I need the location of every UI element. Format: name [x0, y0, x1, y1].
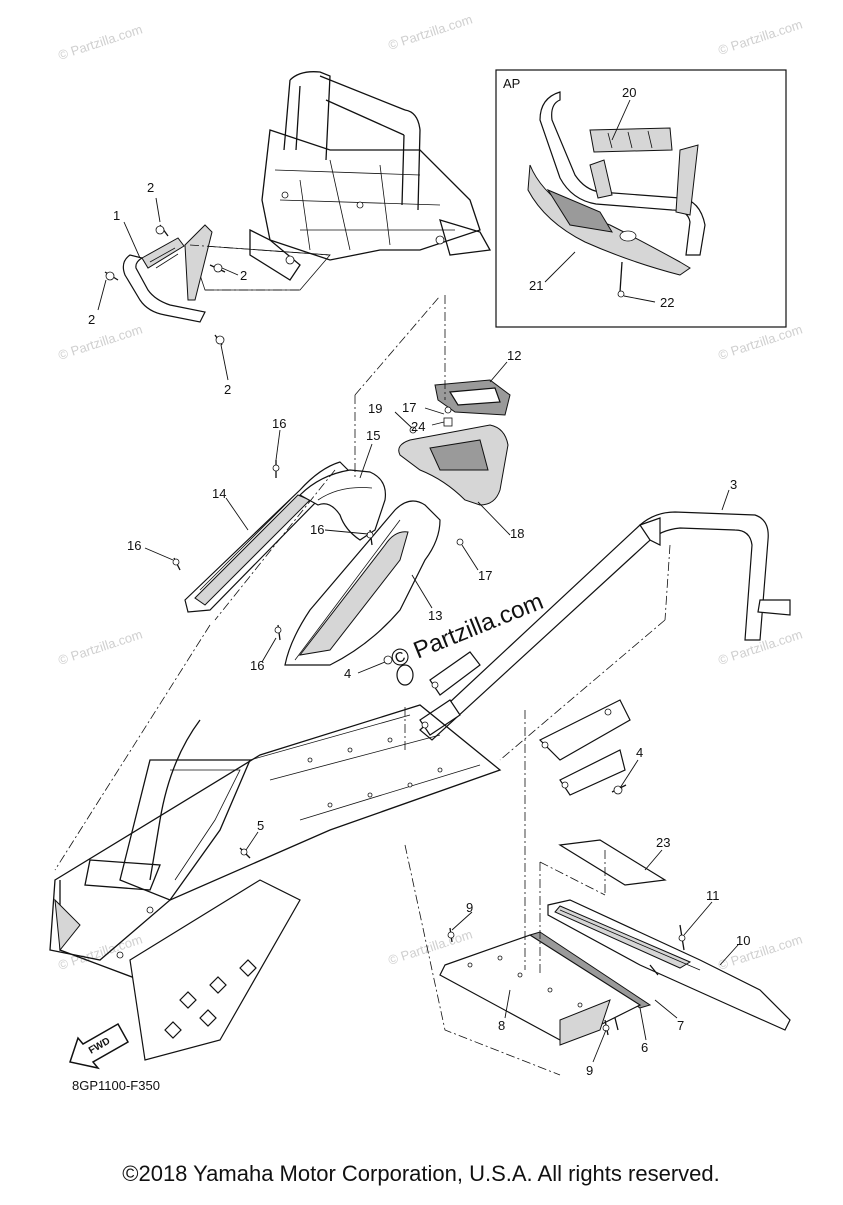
callout-16: 16	[250, 658, 264, 673]
callout-5: 5	[257, 818, 264, 833]
callout-9: 9	[586, 1063, 593, 1078]
callout-10: 10	[736, 933, 750, 948]
protector-part-10	[547, 899, 791, 1031]
callout-17: 17	[402, 400, 416, 415]
callout-16: 16	[272, 416, 286, 431]
callout-2: 2	[88, 312, 95, 327]
callout-4: 4	[636, 745, 643, 760]
callout-23: 23	[656, 835, 670, 850]
callout-17: 17	[478, 568, 492, 583]
inset-label: AP	[503, 76, 520, 91]
callout-2: 2	[240, 268, 247, 283]
watermark: © Partzilla.com	[56, 322, 144, 363]
bolts-part-2	[104, 224, 226, 346]
callout-4: 4	[344, 666, 351, 681]
callout-6: 6	[641, 1040, 648, 1055]
copyright-text: ©2018 Yamaha Motor Corporation, U.S.A. A…	[122, 1161, 719, 1186]
chassis-tunnel	[49, 704, 502, 1061]
rivet-part-11	[678, 924, 686, 951]
callout-11: 11	[706, 888, 720, 903]
callout-16: 16	[310, 522, 324, 537]
callout-18: 18	[510, 526, 524, 541]
decal-part-23	[558, 839, 667, 886]
callout-1: 1	[113, 208, 120, 223]
callout-9: 9	[466, 900, 473, 915]
callout-7: 7	[677, 1018, 684, 1033]
side-panel-part-13	[284, 500, 441, 666]
callout-12: 12	[507, 348, 521, 363]
rear-frame-assembly	[189, 71, 492, 291]
screws-part-16	[172, 460, 374, 641]
callout-numbers: 1 2 2 2 2 3 4 4 5 6 7 8 9 9 10 11 12 13 …	[88, 85, 750, 1078]
callout-15: 15	[366, 428, 380, 443]
watermark: © Partzilla.com	[716, 932, 804, 973]
callout-3: 3	[730, 477, 737, 492]
callout-20: 20	[622, 85, 636, 100]
callout-21: 21	[529, 278, 543, 293]
fwd-arrow-icon: FWD	[69, 1022, 130, 1070]
screws-part-9	[447, 927, 619, 1036]
watermark: © Partzilla.com	[56, 22, 144, 63]
callout-2: 2	[147, 180, 154, 195]
watermark: © Partzilla.com	[386, 12, 474, 53]
rear-rail-part-3	[419, 511, 791, 796]
footrest-part-8	[439, 934, 642, 1046]
watermark: © Partzilla.com	[56, 627, 144, 668]
leader-lines	[97, 99, 739, 1063]
callout-16: 16	[127, 538, 141, 553]
taillight-housing-part-12	[434, 379, 511, 416]
callout-22: 22	[660, 295, 674, 310]
drawing-code: 8GP1100-F350	[72, 1078, 160, 1093]
callout-2: 2	[224, 382, 231, 397]
watermark: © Partzilla.com	[716, 17, 804, 58]
bolts-part-4	[383, 655, 627, 795]
callout-24: 24	[411, 419, 425, 434]
callout-8: 8	[498, 1018, 505, 1033]
inset-ap: AP	[495, 69, 787, 328]
taillight-cover-part-18	[398, 424, 509, 506]
watermark: © Partzilla.com	[716, 322, 804, 363]
callout-13: 13	[428, 608, 442, 623]
callout-19: 19	[368, 401, 382, 416]
callout-14: 14	[212, 486, 226, 501]
assembly-guide-lines	[54, 244, 671, 1076]
grab-bar-part-1	[122, 224, 213, 323]
